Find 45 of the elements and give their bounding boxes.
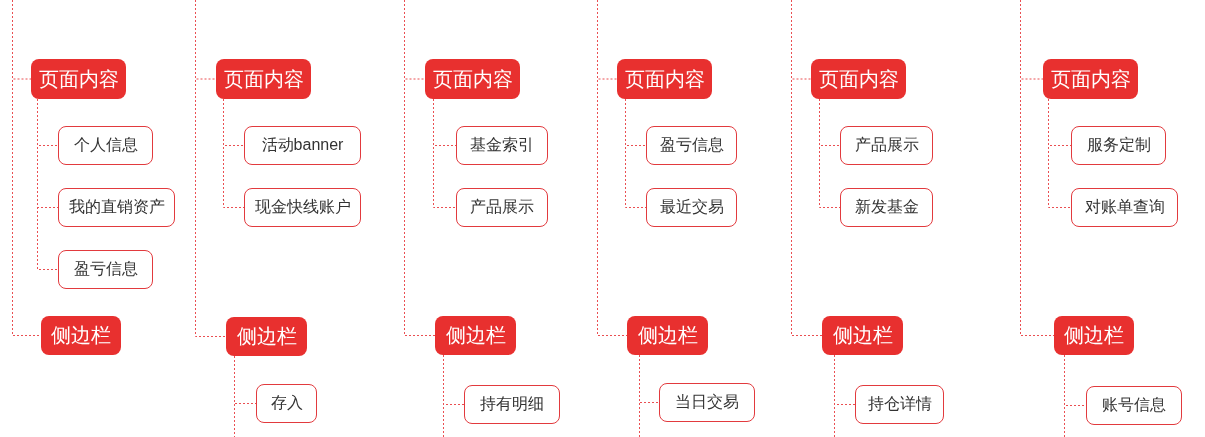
connector-line <box>1048 98 1072 208</box>
subtopic-box: 最近交易 <box>646 188 737 227</box>
subtopic-box: 持仓详情 <box>855 385 944 424</box>
connector-line <box>37 98 59 270</box>
subtopic-box: 新发基金 <box>840 188 933 227</box>
subtopic-box: 账号信息 <box>1086 386 1182 425</box>
connector-line <box>195 0 227 337</box>
topic-box: 侧边栏 <box>435 316 516 355</box>
subtopic-box: 盈亏信息 <box>646 126 737 165</box>
connector-line <box>234 355 235 437</box>
connector-line <box>433 98 457 208</box>
topic-box: 页面内容 <box>425 59 520 99</box>
connector-line <box>443 354 444 437</box>
connector-line <box>404 0 436 336</box>
connector-line <box>639 354 640 437</box>
subtopic-box: 我的直销资产 <box>58 188 175 227</box>
topic-box: 页面内容 <box>216 59 311 99</box>
topic-box: 侧边栏 <box>226 317 307 356</box>
topic-box: 页面内容 <box>617 59 712 99</box>
subtopic-box: 现金快线账户 <box>244 188 361 227</box>
connector-line <box>834 354 835 437</box>
subtopic-box: 持有明细 <box>464 385 560 424</box>
connector-line <box>819 98 841 208</box>
subtopic-box: 服务定制 <box>1071 126 1166 165</box>
subtopic-box: 基金索引 <box>456 126 548 165</box>
topic-box: 页面内容 <box>811 59 906 99</box>
subtopic-box: 个人信息 <box>58 126 153 165</box>
subtopic-box: 存入 <box>256 384 317 423</box>
connector-line <box>1064 354 1065 437</box>
topic-box: 页面内容 <box>31 59 126 99</box>
topic-box: 侧边栏 <box>1054 316 1134 355</box>
connector-line <box>223 98 245 208</box>
topic-box: 页面内容 <box>1043 59 1138 99</box>
topic-box: 侧边栏 <box>627 316 708 355</box>
subtopic-box: 产品展示 <box>456 188 548 227</box>
subtopic-box: 当日交易 <box>659 383 755 422</box>
subtopic-box: 盈亏信息 <box>58 250 153 289</box>
subtopic-box: 产品展示 <box>840 126 933 165</box>
connector-line <box>791 0 823 336</box>
subtopic-box: 活动banner <box>244 126 361 165</box>
subtopic-box: 对账单查询 <box>1071 188 1178 227</box>
connector-line <box>12 0 42 336</box>
connector-line <box>625 98 647 208</box>
topic-box: 侧边栏 <box>822 316 903 355</box>
topic-box: 侧边栏 <box>41 316 121 355</box>
